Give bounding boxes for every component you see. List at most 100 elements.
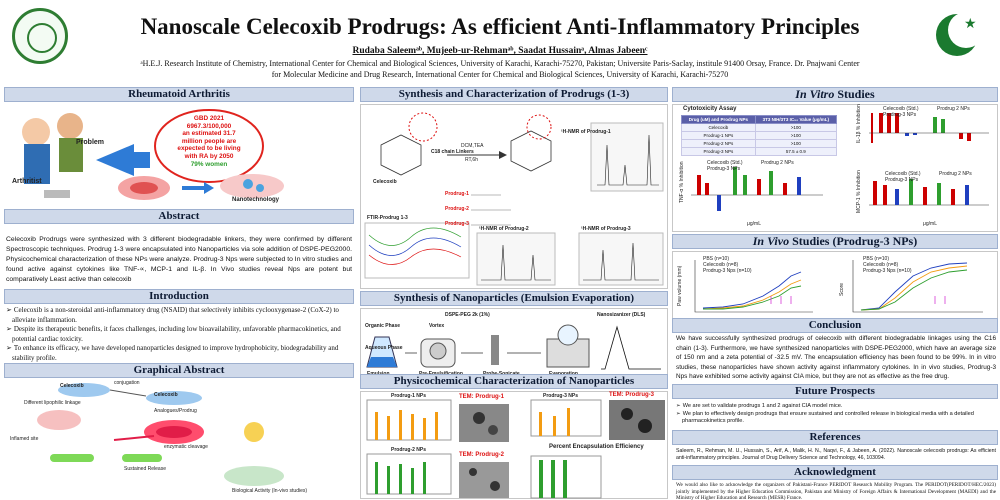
gbd-line-7: 79% women <box>190 160 228 168</box>
np-organic: Organic Phase <box>365 323 401 329</box>
vivo-leg-3b: Prodrug-3 Nps (n=10) <box>863 268 912 274</box>
vivo-ylabel-1: Paw volume (mm) <box>677 265 683 306</box>
syn-prodrug-2: Prodrug-2 <box>445 206 469 212</box>
section-physico: Physicochemical Characterization of Nano… <box>360 374 668 389</box>
syn-linker: C18 chain Linkers <box>431 149 474 155</box>
ga-prodrug: Celecoxib <box>154 392 178 398</box>
section-graphical-abstract: Graphical Abstract <box>4 363 354 378</box>
ga-inflamed: Inflamed site <box>10 436 39 442</box>
syn-nmr1: ¹H-NMR of Prodrug-1 <box>561 129 611 135</box>
syn-prodrug-3: Prodrug-3 <box>445 221 469 227</box>
leg-prodrug3-3: Prodrug-3 NPs <box>885 177 919 183</box>
ga-linkers: Different lipophilic linkage <box>24 400 81 406</box>
gbd-line-4: million people are <box>181 137 237 145</box>
abstract-text: Celecoxib Prodrugs were synthesized with… <box>6 236 352 283</box>
syn-celecoxib: Celecoxib <box>373 179 397 185</box>
np-dls: Nanosizanizer (DLS) <box>597 312 646 318</box>
in-vitro-figure: Cytotoxicity Assay Drug (uM) and Prodrug… <box>672 104 998 232</box>
ga-cleavage: enzymatic cleavage <box>164 444 208 450</box>
leg-prodrug2-3: Prodrug 2 NPs <box>939 171 972 177</box>
leg-prodrug2-2: Prodrug 2 NPs <box>761 160 794 166</box>
physico-charts <box>366 399 665 499</box>
phys-tem1: TEM: Prodrug-1 <box>459 394 504 400</box>
leg-celecoxib-3: Celecoxib (Std.) <box>885 171 921 177</box>
section-nanoparticles: Synthesis of Nanoparticles (Emulsion Eva… <box>360 291 668 306</box>
intro-item: To enhance its efficacy, we have develop… <box>6 344 352 363</box>
ga-conjugation: conjugation <box>114 380 140 386</box>
physico-figure: Prodrug-1 NPs Prodrug-2 NPs Prodrug-3 NP… <box>360 391 668 499</box>
affiliation-line-2: for Molecular Medicine and Drug Research… <box>271 70 729 79</box>
label-nanotechnology: Nanotechnology <box>232 197 280 203</box>
leg-prodrug3-1: Prodrug-3 NPs <box>883 112 917 118</box>
poster-affiliation: ᵃH.E.J. Research Institute of Chemistry,… <box>40 58 960 80</box>
phys-p1nps: Prodrug-1 NPs <box>391 393 427 399</box>
university-logo <box>12 8 68 64</box>
syn-reagent1: DCM,TEA <box>461 143 484 149</box>
emulsion-scheme <box>366 324 661 370</box>
phys-p3nps: Prodrug-3 NPs <box>543 393 579 399</box>
section-references: References <box>672 430 998 445</box>
vivo-leg-1b: PBS (n=10) <box>863 256 889 262</box>
label-arthritist: Arthritist <box>12 178 42 185</box>
gbd-line-3: an estimated 31.7 <box>182 130 236 138</box>
xlabel-mcp: μg/mL <box>923 221 937 227</box>
syn-nmr2: ¹H-NMR of Prodrug-2 <box>479 226 529 232</box>
rheumatoid-illustration <box>22 109 284 200</box>
conclusion-text: We have successfully synthesized prodrug… <box>676 335 996 381</box>
gbd-line-1: GBD 2021 <box>193 115 225 122</box>
poster-title: Nanoscale Celecoxib Prodrugs: As efficie… <box>140 14 860 39</box>
in-vivo-rest: Studies (Prodrug-3 NPs) <box>789 234 918 248</box>
in-vitro-rest: Studies <box>834 87 875 101</box>
section-conclusion: Conclusion <box>672 318 998 333</box>
affiliation-line-1: ᵃH.E.J. Research Institute of Chemistry,… <box>140 59 860 68</box>
phys-tem3: TEM: Prodrug-3 <box>609 392 654 398</box>
leg-celecoxib-2: Celecoxib (Std.) <box>707 160 743 166</box>
vivo-leg-3a: Prodrug-3 Nps (n=10) <box>703 268 752 274</box>
crescent-logo: ★ <box>930 8 986 64</box>
ylabel-il: IL-1β % Inhibition <box>856 104 862 143</box>
in-vivo-figure: PBS (n=10) Celecoxib (n=8) Prodrug-3 Nps… <box>672 251 998 319</box>
synthesis-figure: Celecoxib DCM,TEA RT,6h C18 chain Linker… <box>360 104 668 289</box>
gbd-line-5: expected to be living <box>177 145 241 153</box>
leg-prodrug2-1: Prodrug 2 NPs <box>937 106 970 112</box>
np-vortex: Vortex <box>429 323 445 329</box>
in-vitro-charts <box>691 113 989 211</box>
leg-prodrug3-2: Prodrug-3 NPs <box>707 166 741 172</box>
vivo-ylabel-2: Score <box>839 282 845 296</box>
section-in-vivo: In Vivo Studies (Prodrug-3 NPs) <box>672 234 998 249</box>
vivo-leg-2a: Celecoxib (n=8) <box>703 262 739 268</box>
acknowledgement-text: We would also like to acknowledge the or… <box>676 482 996 500</box>
intro-item: Despite its therapeutic benefits, it fac… <box>6 325 352 344</box>
np-aqueous: Aqueous Phase <box>365 345 403 351</box>
column-middle: Synthesis and Characterization of Prodru… <box>360 86 668 500</box>
poster-header: Nanoscale Celecoxib Prodrugs: As efficie… <box>0 0 1000 86</box>
section-abstract: Abstract <box>4 209 354 224</box>
section-introduction: Introduction <box>4 289 354 304</box>
gbd-line-6: with RA by 2050 <box>184 152 234 160</box>
future-item: We plan to effectively design prodrugs t… <box>676 411 996 426</box>
gbd-line-2: 6967.3/100,000 <box>186 122 232 130</box>
ga-celecoxib: Celecoxib <box>60 383 84 389</box>
future-list: We are set to validate prodrugs 1 and 2 … <box>676 403 996 426</box>
np-dspe: DSPE-PEG 2k (1%) <box>445 312 490 318</box>
poster-authors: Rudaba Saleemᵃᵇ, Mujeeb-ur-Rehmanᵃᵇ, Saa… <box>352 46 648 56</box>
introduction-list: Celecoxib is a non-steroidal anti-inflam… <box>6 306 352 363</box>
column-left: Rheumatoid Arthritis Problem Arthritist … <box>0 86 357 500</box>
gbd-callout: GBD 2021 6967.3/100,000 an estimated 31.… <box>164 115 254 168</box>
ga-analogues: Analogues/Prodrug <box>154 408 197 414</box>
graphical-abstract-illustration <box>37 383 284 486</box>
syn-ftir: FTIR-Prodrug 1-3 <box>367 215 408 221</box>
synthesis-scheme <box>364 112 664 286</box>
section-in-vitro: In Vitro Studies <box>672 87 998 102</box>
future-item: We are set to validate prodrugs 1 and 2 … <box>676 403 996 411</box>
ylabel-mcp: MCP-1 % Inhibition <box>856 170 862 213</box>
section-synthesis: Synthesis and Characterization of Prodru… <box>360 87 668 102</box>
rheumatoid-figure: Problem Arthritist Nanotechnology GBD 20… <box>4 104 354 207</box>
graphical-abstract-figure: Celecoxib conjugation Different lipophil… <box>4 380 354 498</box>
cytotoxicity-table: Drug (uM) and Prodrug NPs 3T3 NIH/3T3 IC… <box>681 115 838 156</box>
table-cell: 57.5 ± 0.9 <box>754 147 838 156</box>
crescent-icon <box>936 12 984 56</box>
xlabel-tnf: μg/mL <box>747 221 761 227</box>
cyto-title: Cytotoxicity Assay <box>683 106 737 112</box>
vivo-leg-1a: PBS (n=10) <box>703 256 729 262</box>
